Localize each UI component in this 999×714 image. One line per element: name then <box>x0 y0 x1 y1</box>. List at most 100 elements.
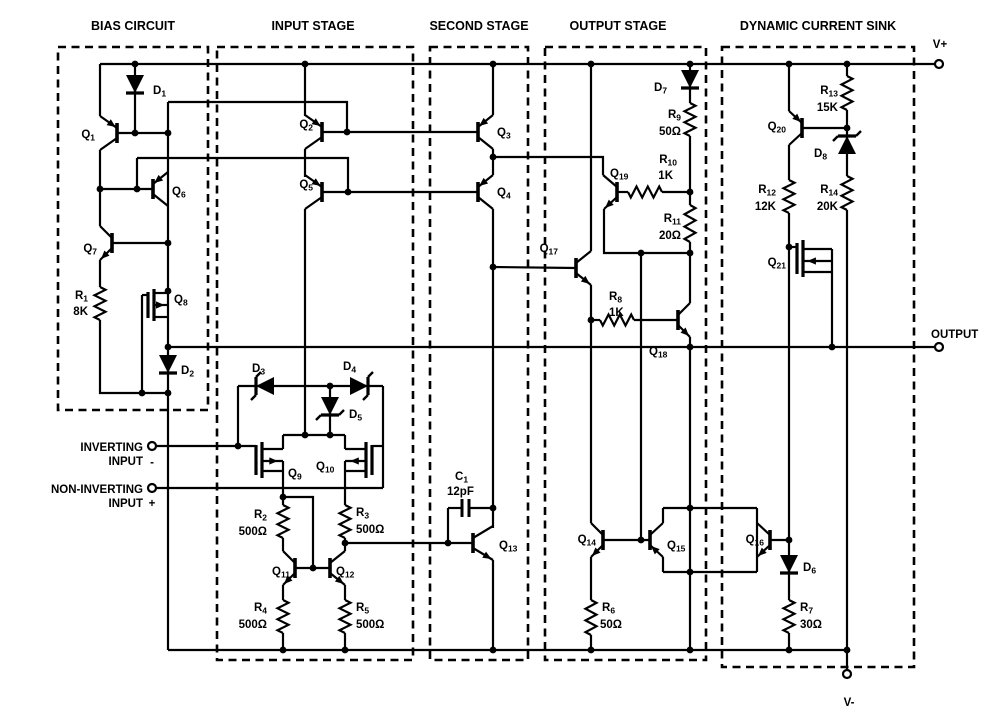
vminus-terminal <box>841 668 853 680</box>
label-+: + <box>149 498 156 510</box>
resistor-R3 <box>337 504 353 539</box>
junction-dot <box>326 382 334 390</box>
label-D1: D1 <box>153 85 166 99</box>
junction-dot <box>785 60 793 68</box>
label-D4: D4 <box>343 361 356 375</box>
stage-box-bias-circuit: BIAS CIRCUIT <box>56 19 210 412</box>
label-Q19: Q19 <box>610 168 629 182</box>
junction-dot <box>828 343 836 351</box>
transistor-Q1 <box>99 115 119 151</box>
label-R11: R11 <box>664 213 682 227</box>
label-INVERTING: INVERTING <box>80 442 143 454</box>
stage-box-dynamic-current-sink: DYNAMIC CURRENT SINK <box>720 19 916 669</box>
label-INPUT: INPUT <box>109 456 144 468</box>
transistor-Q6 <box>151 171 169 207</box>
inverting-input-terminal <box>146 440 158 452</box>
label-12K: 12K <box>755 201 777 213</box>
label-Q13: Q13 <box>499 540 518 554</box>
transistor-Q13 <box>471 525 494 561</box>
junction-dot <box>164 287 172 295</box>
label-Q9: Q9 <box>288 468 302 482</box>
junction-dot <box>164 239 172 247</box>
resistor-R12 <box>781 179 797 214</box>
resistor-R10 <box>627 184 663 200</box>
transistor-Q8 <box>146 289 168 321</box>
junction-dot <box>444 539 452 547</box>
stage-label: BIAS CIRCUIT <box>91 19 175 33</box>
label-Q20: Q20 <box>768 121 787 135</box>
junction-dot <box>279 646 287 654</box>
resistor-R7 <box>781 599 797 634</box>
wire <box>98 320 168 395</box>
label-500Ω: 500Ω <box>356 524 384 536</box>
resistor-R9 <box>682 102 698 137</box>
wire <box>493 155 605 175</box>
transistor-Q5 <box>304 174 324 210</box>
junction-dot <box>326 431 334 439</box>
label-Q4: Q4 <box>497 187 511 201</box>
transistor-Q4 <box>476 174 494 210</box>
wires <box>98 62 936 670</box>
resistor-R2 <box>275 504 291 539</box>
junction-dot <box>164 389 172 397</box>
label-30Ω: 30Ω <box>800 619 822 631</box>
junction-dot <box>637 536 645 544</box>
stage-box-output-stage: OUTPUT STAGE <box>543 19 708 662</box>
junction-dot <box>587 316 595 324</box>
junction-dot <box>279 493 287 501</box>
label-Q7: Q7 <box>83 243 97 257</box>
label-Q14: Q14 <box>578 534 597 548</box>
junction-dot <box>686 343 694 351</box>
resistor-R11 <box>682 204 698 243</box>
label-R6: R6 <box>602 602 615 616</box>
wire <box>137 156 350 192</box>
label-R5: R5 <box>356 602 369 616</box>
junction-dot <box>785 536 793 544</box>
transistor-Q14 <box>590 522 605 558</box>
label-Q3: Q3 <box>497 127 511 141</box>
junction-dot <box>843 646 851 654</box>
label-R9: R9 <box>668 109 681 123</box>
label-Q15: Q15 <box>667 540 686 554</box>
junction-dot <box>341 646 349 654</box>
junction-dot <box>344 188 352 196</box>
label-R10: R10 <box>659 154 677 168</box>
junction-dot <box>164 129 172 137</box>
transistor-Q20 <box>788 110 804 146</box>
label-50Ω: 50Ω <box>659 126 681 138</box>
resistor-R5 <box>337 599 353 634</box>
diode-D7 <box>681 70 699 90</box>
resistor-R8 <box>599 312 635 328</box>
label-8K: 8K <box>73 306 88 318</box>
label-C1: C1 <box>455 471 468 485</box>
junction-dot <box>164 343 172 351</box>
label-12pF: 12pF <box>447 486 474 498</box>
junction-dot <box>341 539 349 547</box>
label-D8: D8 <box>814 148 827 162</box>
junction-dot <box>785 646 793 654</box>
junction-dot <box>686 646 694 654</box>
transistor-Q19 <box>602 174 619 210</box>
label-Q12: Q12 <box>336 566 355 580</box>
junction-dot <box>587 646 595 654</box>
junction-dot <box>131 129 139 137</box>
diode-D3 <box>250 371 274 401</box>
junction-dot <box>309 564 317 572</box>
transistor-Q21 <box>795 240 832 277</box>
diode-D4 <box>350 371 374 401</box>
junction-dot <box>343 128 351 136</box>
resistor-R6 <box>583 599 599 636</box>
transistor-Q12 <box>328 550 346 586</box>
junction-dot <box>489 646 497 654</box>
wire <box>283 495 315 568</box>
transistor-Q10 <box>345 442 374 478</box>
label-Q11: Q11 <box>272 566 290 580</box>
stage-label: OUTPUT STAGE <box>570 19 667 33</box>
wire <box>492 265 577 270</box>
label-D7: D7 <box>654 82 667 96</box>
label-Q1: Q1 <box>81 129 95 143</box>
junction-dot <box>301 60 309 68</box>
vplus-terminal <box>933 58 945 70</box>
